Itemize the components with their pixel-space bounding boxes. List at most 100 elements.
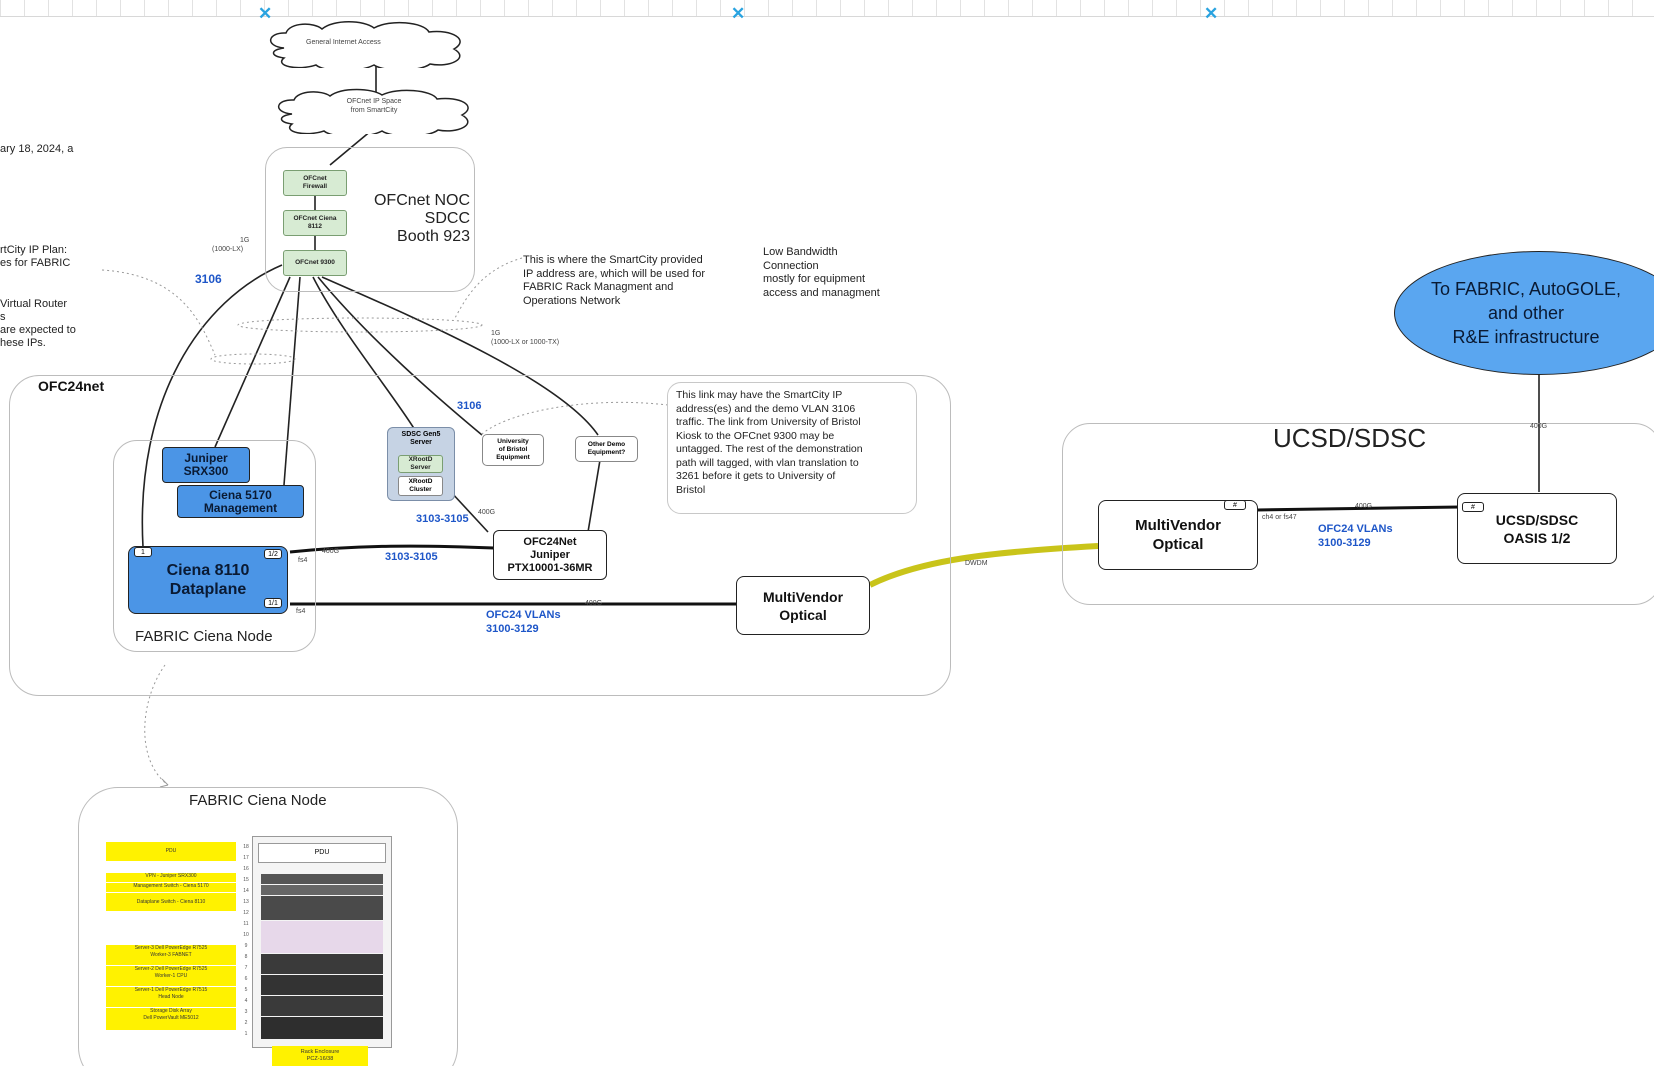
link-9300-other [321,276,599,436]
ofc24net-title: OFC24net [38,378,105,394]
link-label-fs4: fs4 [298,557,308,564]
rack-empty-space [261,921,383,953]
ucsd-sdsc-region [1062,423,1654,605]
vlan-label-3106: 3106 [457,400,482,412]
port-1-1[interactable]: 1/1 [264,598,282,608]
rack-unit-number: 18 [243,844,249,850]
guide-x-icon[interactable]: ✕ [258,4,273,23]
rack-unit-number: 1 [244,1031,248,1037]
rack-unit-number: 10 [243,932,249,938]
vlan-label-3103-3105: 3103-3105 [416,513,469,525]
rack-unit-number: 14 [243,888,249,894]
port-1-2[interactable]: 1/2 [264,549,282,559]
rack-pdu-label: PDU [106,842,236,861]
rack-unit-number: 5 [244,987,248,993]
cloud-internet-label: General Internet Access [306,39,381,46]
note-left-ipplan: rtCity IP Plan:es for FABRIC [0,244,71,269]
link-label-400g: 400G [478,509,496,516]
link-dwdm [868,543,1099,588]
top-ruler [0,0,1654,17]
link-9300-bristol [317,276,483,436]
rack-slot-ciena8110 [261,896,383,920]
link-multivendor-oasis [1256,505,1461,512]
vlan-label-3103-3105: 3103-3105 [385,551,438,563]
rack-slot-srx300 [261,874,383,884]
internet-cloud [270,21,461,68]
rack-vpn-label: VPN - Juniper SRX300 [106,873,236,882]
rack-slot-storage [261,1017,383,1039]
fabric-ciena-node-region [113,440,316,652]
ofcnet-noc-region [265,147,475,292]
ip-space-dotted-ellipse-small [210,353,296,365]
rack-labels: PDU VPN - Juniper SRX300 Management Swit… [106,842,244,1032]
rack-unit-number: 13 [243,899,249,905]
ip-space-dotted-ellipse [237,317,483,333]
rack-slot-server2 [261,975,383,995]
ip-space-cloud [278,88,469,134]
link-label-400g: 400G [585,600,603,607]
rack-unit-number: 16 [243,866,249,872]
link-label-1g: 1G [491,330,501,337]
link-label-400g: 400G [1530,423,1548,430]
ofcnet-9300[interactable]: OFCnet 9300 [283,250,347,276]
link-9300-sdsc [312,276,416,431]
rack-unit-number: 12 [243,910,249,916]
rack-unit-number: 9 [244,943,248,949]
rack-mgmt-label: Management Switch - Ciena 5170 [106,883,236,892]
rack-unit-number: 6 [244,976,248,982]
rack-unit-number: 2 [244,1020,248,1026]
link-label-fs4: fs4 [296,608,306,615]
link-label-1000lx: (1000-LX) [212,246,244,253]
rack-dataplane-label: Dataplane Switch - Ciena 8110 [106,893,236,911]
rack-unit-number: 7 [244,965,248,971]
port-hash[interactable]: # [1462,502,1484,512]
ucsd-title: UCSD/SDSC [1273,423,1427,453]
vlan-label-3106: 3106 [195,272,222,286]
rack-node-region [78,787,458,1066]
rack-slot-server1 [261,996,383,1016]
link-other-ptx [587,459,601,533]
guide-x-icon[interactable]: ✕ [731,4,746,23]
link-label-dwdm: DWDM [965,560,988,567]
port-1[interactable]: 1 [134,547,152,557]
link-9300-juniper [214,276,291,448]
link-9300-ciena8110 [141,264,283,548]
rack-unit-number: 17 [243,855,249,861]
port-hash[interactable]: # [1224,500,1246,510]
guide-x-icon[interactable]: ✕ [1204,4,1219,23]
rack-unit-number: 15 [243,877,249,883]
rack-pdu-right: PDU [258,843,386,863]
link-label-400g: 400G [1355,503,1373,510]
fabric-ciena-node-label: FABRIC Ciena Node [135,628,273,645]
link-label-1g: 1G [240,237,250,244]
rack-unit-number: 11 [243,921,249,927]
rack-slot-ciena5170 [261,885,383,895]
rack-unit-number: 4 [244,998,248,1004]
